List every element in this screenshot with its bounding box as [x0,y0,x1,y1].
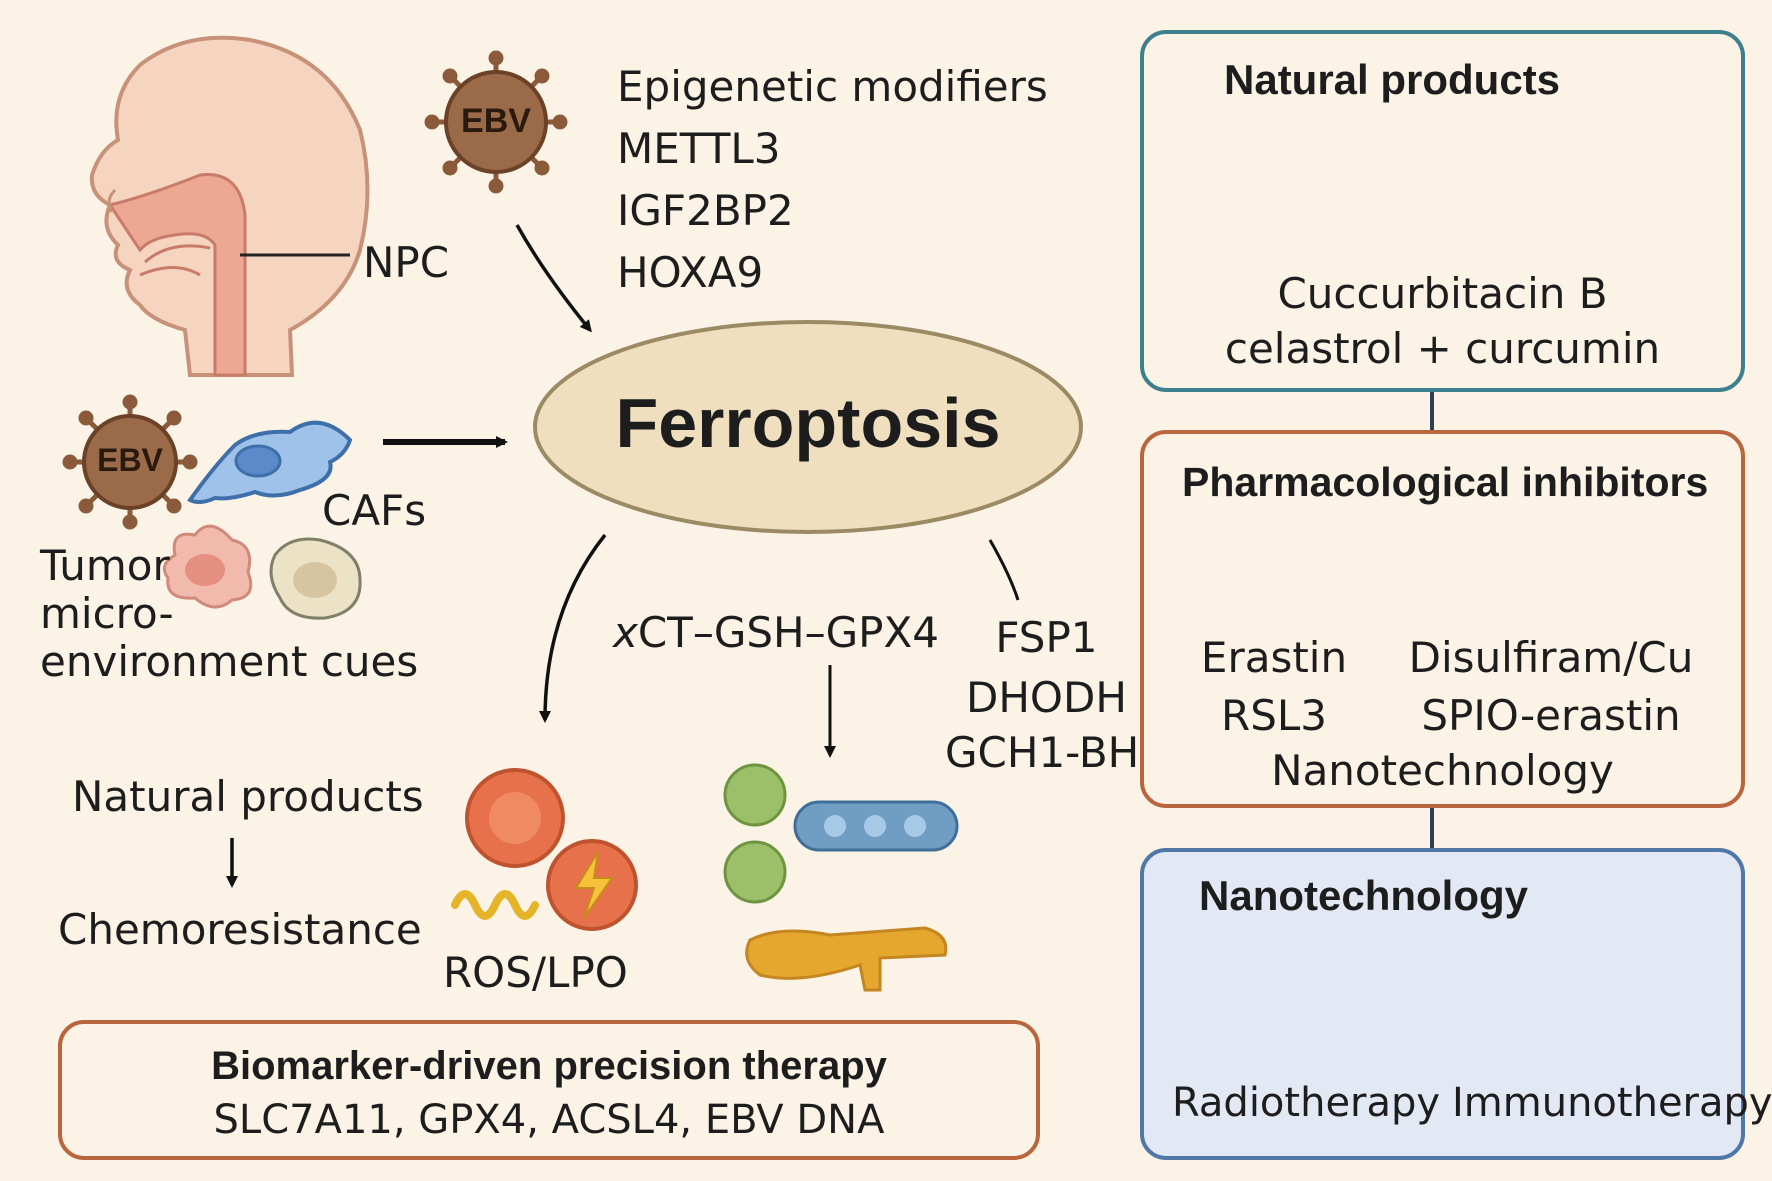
ebv-label-top: EBV [461,102,531,140]
epigenetic-title: Epigenetic modifiers [617,62,1048,111]
gch1-bh4-label: GCH1-BH4 [945,728,1157,783]
epigenetic-arrow [515,224,592,333]
npc-label: NPC [363,238,450,287]
ferroptosis-title: Ferroptosis [615,384,1001,462]
ferroptosis-ellipse [533,320,1083,534]
gene-hoxa9: HOXA9 [617,248,764,297]
head-illustration [89,35,370,377]
nanotechnology-panel: Nanotechnology Radiotherapy Immunotherap… [1140,848,1772,1160]
chemoresistance-label: Chemoresistance [58,905,422,954]
gene-igf2bp2: IGF2BP2 [617,186,794,235]
xct-prefix: x [613,608,638,657]
fsp1-line [988,539,1020,601]
biomarker-title: Biomarker-driven precision therapy [211,1044,887,1088]
rsl3-label: RSL3 [1221,691,1327,740]
dhodh-label: DHODH [966,673,1127,722]
tumor-line-3: environment cues [40,637,419,686]
ebv-label-left: EBV [97,442,163,478]
biomarker-panel: Biomarker-driven precision therapy SLC7A… [58,1020,1040,1160]
caf-label: CAFs [322,486,427,535]
erastin-label: Erastin [1200,633,1348,682]
fsp1-dhodh-list: FSP1 DHODH [966,608,1127,728]
gene-mettl3: METTL3 [617,124,781,173]
spio-erastin-label: SPIO-erastin [1421,691,1681,740]
pharma-panel: Pharmacological inhibitors Erastin RSL3 … [1140,430,1745,808]
natural-products-line2: celastrol + curcumin [1224,324,1661,373]
radiotherapy-label: Radiotherapy [1172,1080,1441,1126]
caf-cell-icon [187,420,353,505]
pharma-title: Pharmacological inhibitors [1182,459,1709,505]
natural-products-line1: Cuccurbitacin B [1277,269,1608,318]
ebv-virus-icon-left [62,394,198,530]
tumor-line-1: Tumor [40,541,170,590]
ros-icon [451,768,638,931]
biomarker-items: SLC7A11, GPX4, ACSL4, EBV DNA [213,1097,885,1143]
gch1-main: GCH1-BH [945,728,1140,777]
pharma-left-list: Erastin RSL3 [1194,629,1354,745]
ros-arrow [539,533,607,723]
xct-gsh-gpx4-label: xCT–GSH–GPX4 [613,608,939,658]
fsp1-label: FSP1 [995,613,1098,662]
pharma-right-list: Disulfiram/Cu SPIO-erastin [1406,629,1696,745]
xct-rest: CT–GSH–GPX4 [637,608,939,657]
tumor-line-2: micro- [40,589,174,638]
ebv-virus-icon-top [424,50,568,194]
gsh-gpx4-icon [723,763,959,992]
natural-products-title: Natural products [1224,56,1561,103]
epigenetic-list: Epigenetic modifiers METTL3 IGF2BP2 HOXA… [617,56,1048,304]
tumor-microenvironment-label: Tumor micro- environment cues [40,542,418,686]
tumor-cell-icon [162,524,362,620]
immunotherapy-label: Immunotherapy [1452,1080,1772,1126]
pharma-bottom-label: Nanotechnology [1271,746,1614,795]
natural-products-chemo-label: Natural products [72,772,424,821]
natural-products-panel: Natural products Cuccurbitacin B celastr… [1140,30,1745,392]
nanotechnology-title: Nanotechnology [1199,872,1529,919]
ros-lpo-label: ROS/LPO [443,948,628,997]
disulfiram-label: Disulfiram/Cu [1408,633,1694,682]
